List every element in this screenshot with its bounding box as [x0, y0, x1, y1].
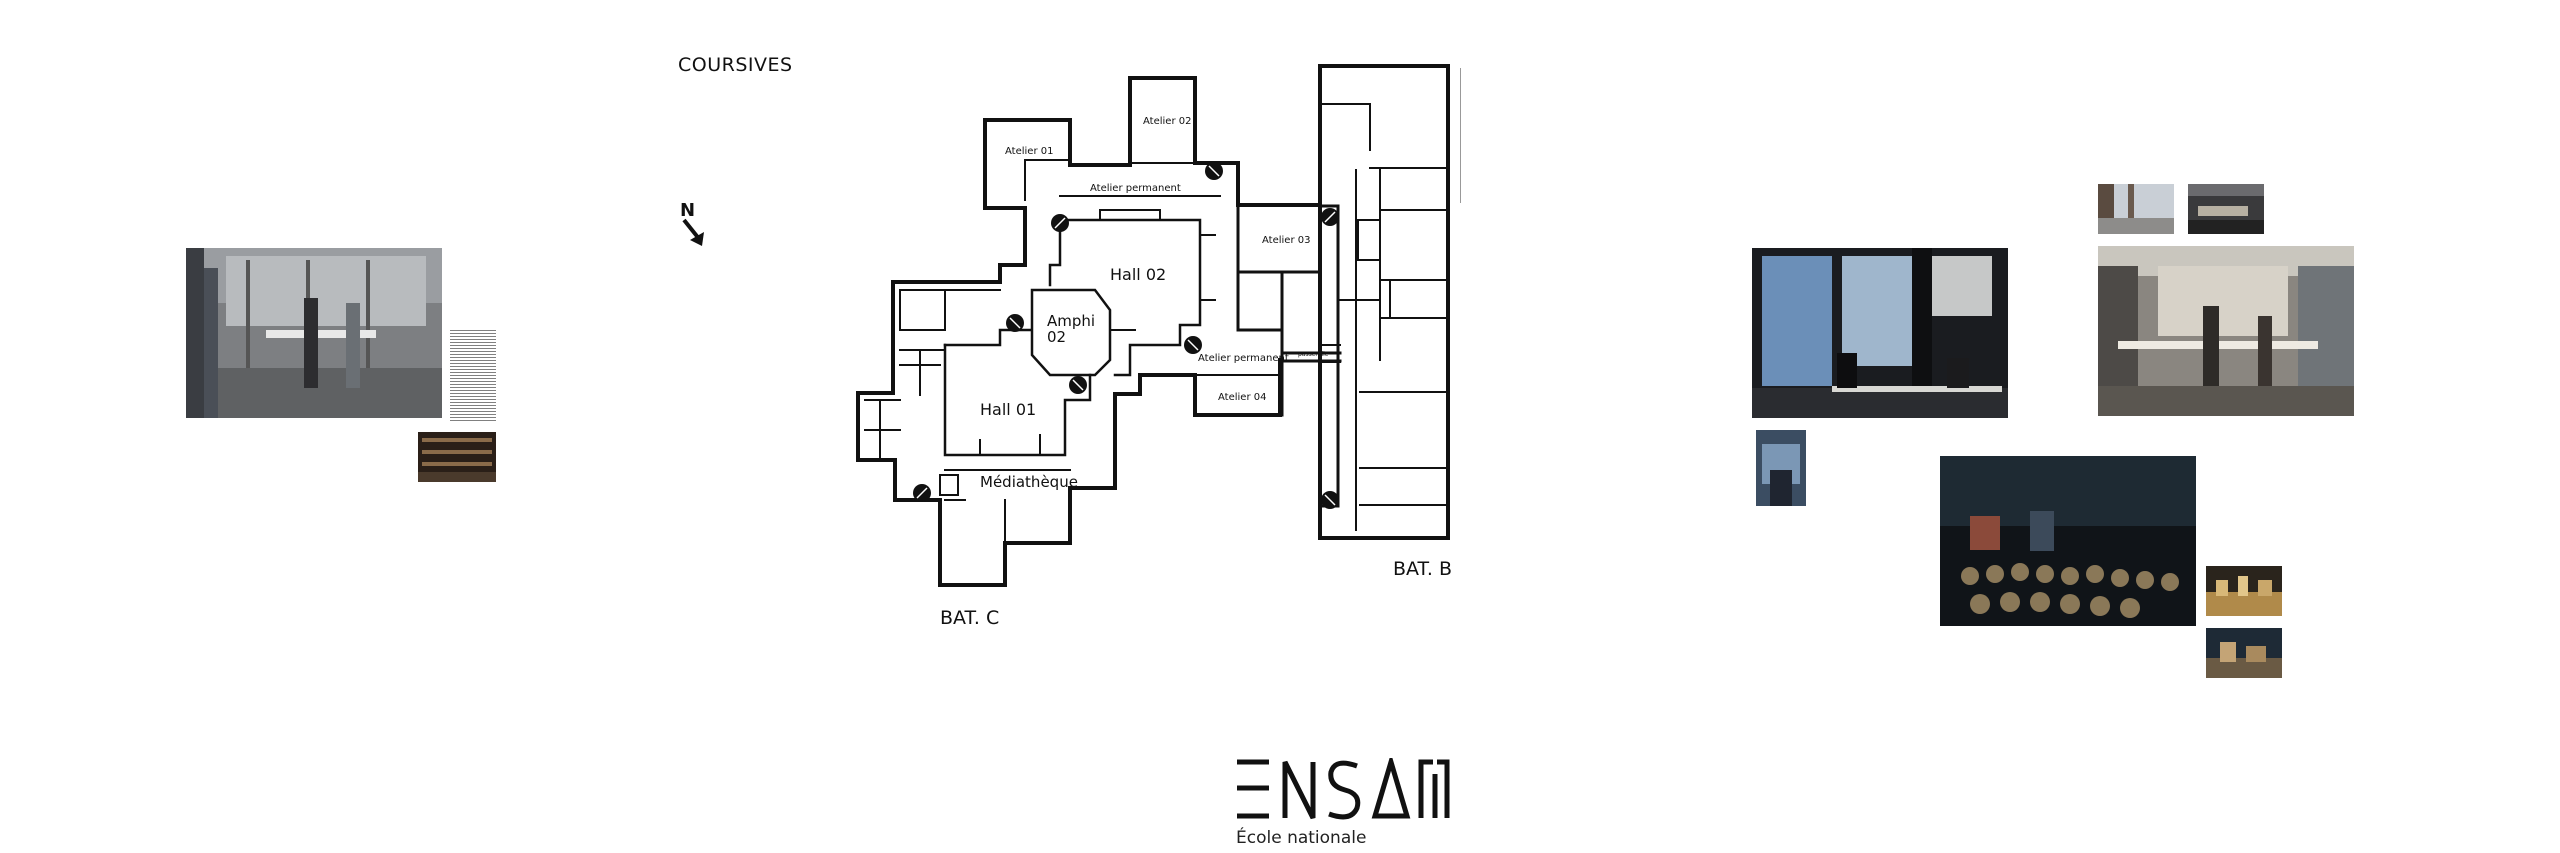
photo-students-window[interactable]	[1752, 248, 2008, 418]
building-b-label: BAT. B	[1393, 558, 1452, 580]
room-hall-01: Hall 01	[980, 400, 1036, 419]
building-c-label: BAT. C	[940, 607, 999, 629]
north-arrow: N	[676, 200, 716, 254]
room-mediatheque: Médiathèque	[980, 473, 1078, 491]
caption-text-block	[450, 330, 496, 422]
room-amphi-02-line2: 02	[1047, 328, 1066, 346]
room-atelier-04: Atelier 04	[1218, 392, 1266, 403]
photo-studio-small[interactable]	[2188, 184, 2264, 234]
room-passerelle: passerelle	[1298, 351, 1329, 358]
photo-workshop-left[interactable]	[186, 248, 442, 418]
photo-portrait-small[interactable]	[1756, 430, 1806, 506]
floor-plan-drawing: Atelier 01 Atelier 02 Atelier 03 Atelier…	[856, 64, 1452, 629]
room-atelier-03: Atelier 03	[1262, 235, 1310, 246]
floor-plan: Atelier 01 Atelier 02 Atelier 03 Atelier…	[840, 60, 1480, 664]
photo-studio-room[interactable]	[2098, 246, 2354, 416]
section-title: COURSIVES	[678, 54, 793, 76]
room-hall-02: Hall 02	[1110, 265, 1166, 284]
vertical-credit	[1454, 68, 1464, 208]
room-atelier-02: Atelier 02	[1143, 116, 1191, 127]
ensam-logo-mark	[1237, 753, 1450, 820]
logo-subtitle: École nationale	[1236, 828, 1367, 848]
north-label: N	[680, 200, 696, 221]
photo-library-small[interactable]	[418, 432, 496, 482]
photo-models-small-1[interactable]	[2206, 566, 2282, 616]
room-atelier-permanent-1: Atelier permanent	[1090, 183, 1181, 194]
north-arrow-icon	[682, 218, 704, 246]
room-atelier-permanent-2: Atelier permanent	[1198, 353, 1289, 364]
ensam-logo[interactable]	[1235, 753, 1450, 826]
photo-models-small-2[interactable]	[2206, 628, 2282, 678]
room-amphi-02-line1: Amphi	[1047, 312, 1095, 330]
photo-model-lab[interactable]	[1940, 456, 2196, 626]
room-atelier-01: Atelier 01	[1005, 146, 1053, 157]
photo-window-small[interactable]	[2098, 184, 2174, 234]
